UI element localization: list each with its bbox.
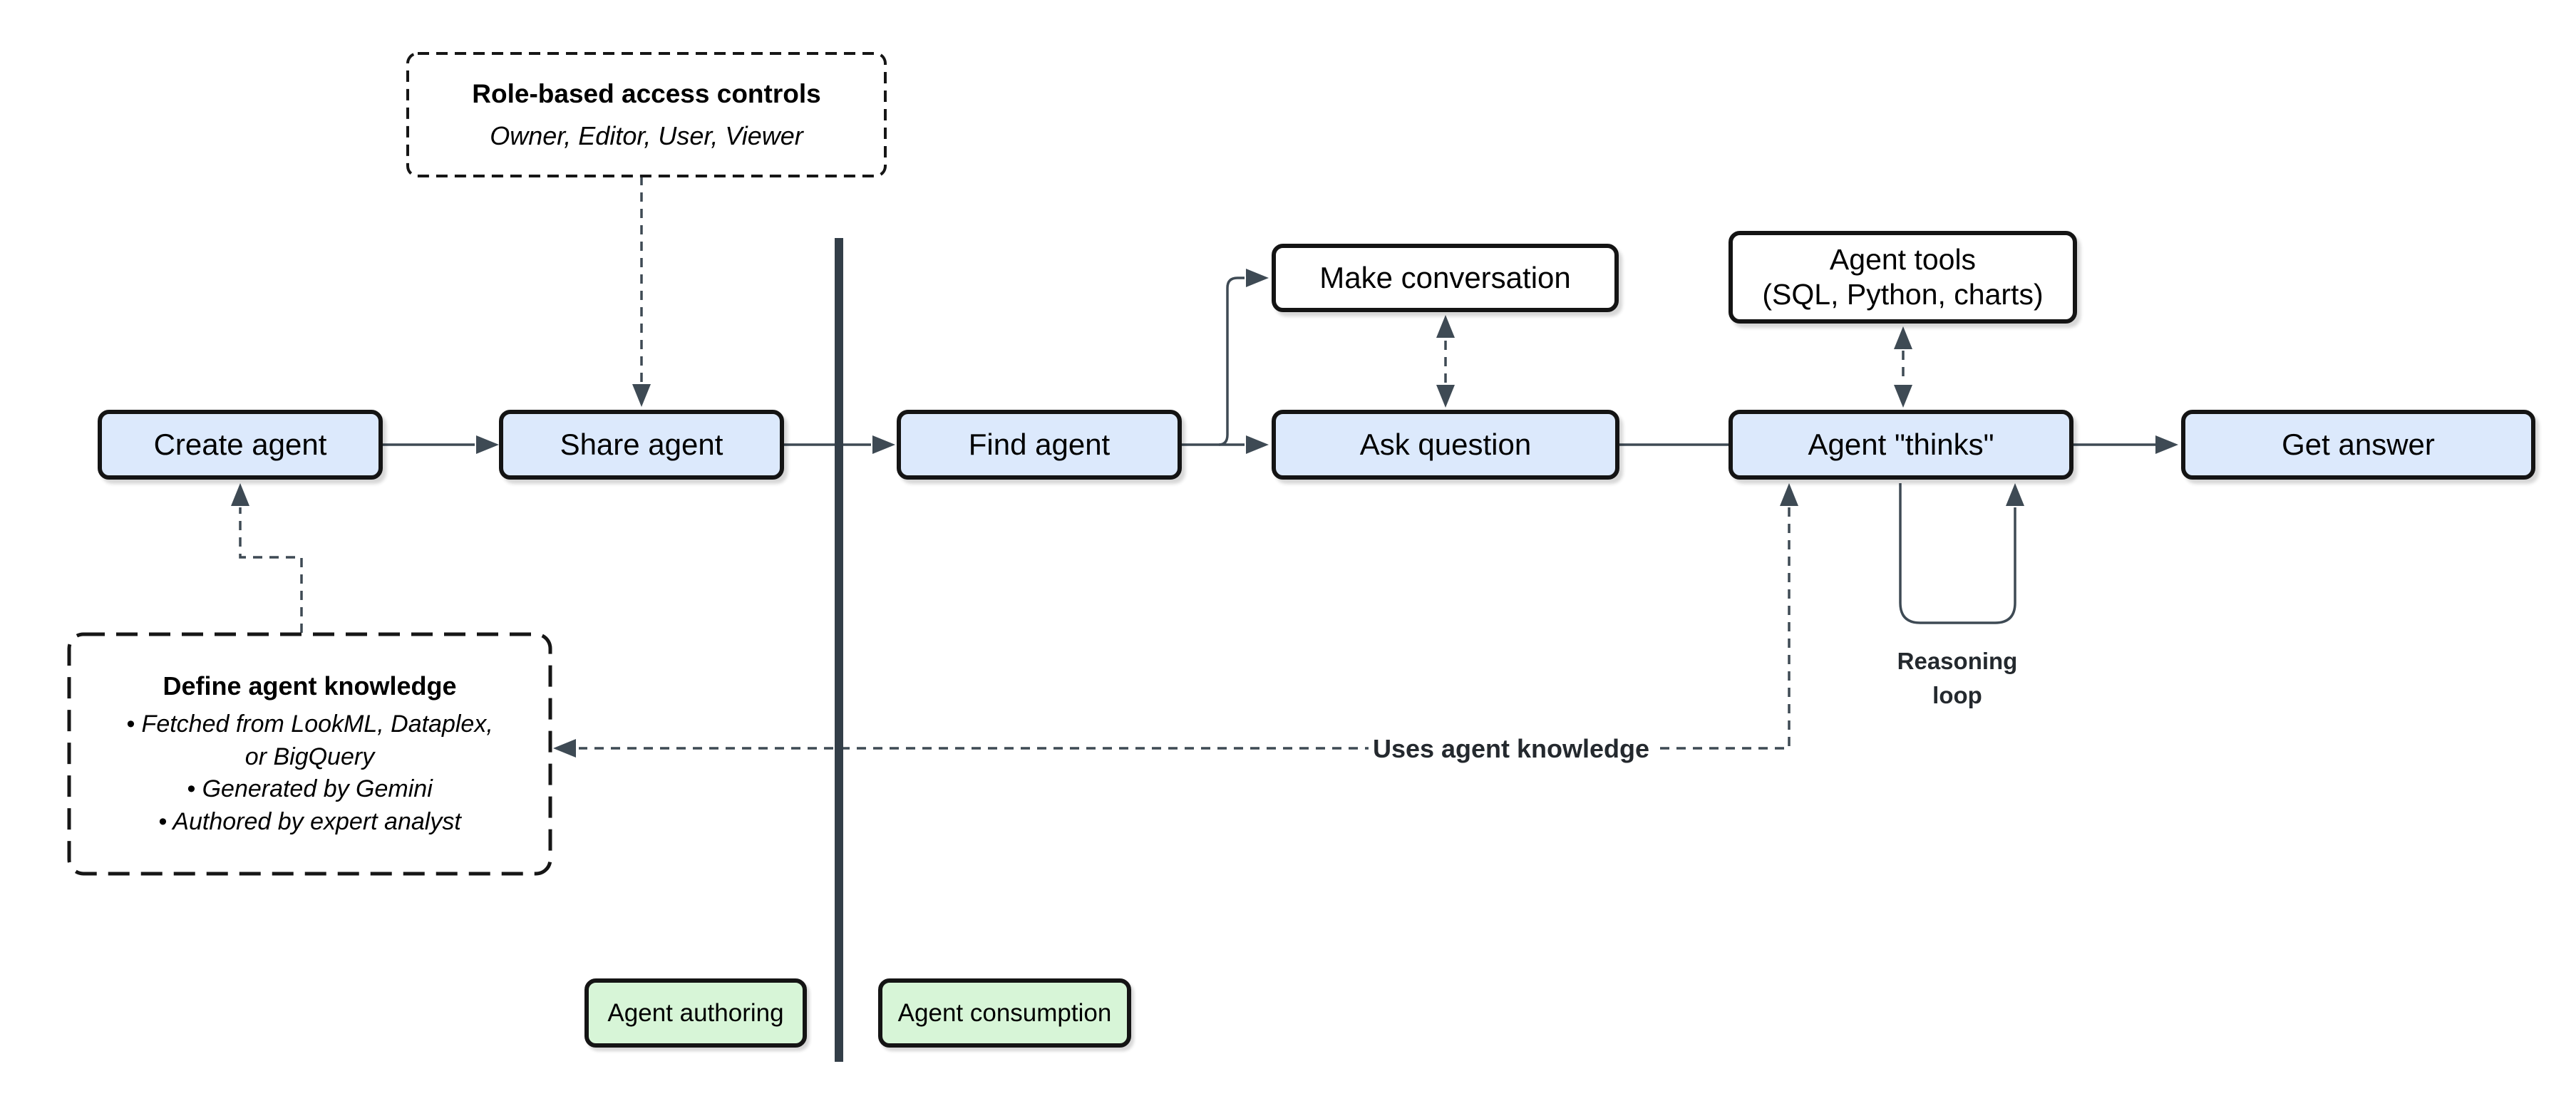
rbac-roles: Owner, Editor, User, Viewer bbox=[490, 120, 803, 150]
arrowheads bbox=[231, 269, 2178, 758]
arrow-into-share bbox=[476, 435, 499, 454]
node-find-agent: Find agent bbox=[897, 410, 1182, 480]
node-agent-tools: Agent tools (SQL, Python, charts) bbox=[1729, 231, 2077, 324]
arrow-into-ask bbox=[1246, 435, 1269, 454]
define-knowledge-title: Define agent knowledge bbox=[163, 671, 457, 701]
zone-agent-consumption: Agent consumption bbox=[878, 978, 1131, 1048]
edge-reasoning-loop bbox=[1899, 483, 2016, 624]
define-knowledge-box: Define agent knowledge • Fetched from Lo… bbox=[69, 634, 550, 874]
stage-divider bbox=[835, 238, 843, 1062]
arrow-up-into-tools bbox=[1894, 326, 1912, 349]
edge-find-to-make-conversation bbox=[1218, 276, 1245, 446]
define-knowledge-box-outline bbox=[67, 632, 552, 876]
node-get-answer: Get answer bbox=[2181, 410, 2535, 480]
arrow-down-into-thinks bbox=[1894, 385, 1912, 408]
define-knowledge-bullet-analyst: • Authored by expert analyst bbox=[158, 807, 461, 835]
label-uses-agent-knowledge: Uses agent knowledge bbox=[1368, 735, 1654, 763]
define-knowledge-bullet-sources: • Fetched from LookML, Dataplex, or BigQ… bbox=[126, 710, 493, 770]
node-create-agent: Create agent bbox=[98, 410, 383, 480]
node-agent-thinks: Agent "thinks" bbox=[1729, 410, 2073, 480]
label-reasoning-loop: Reasoning loop bbox=[1897, 648, 2018, 708]
edge-define-to-create bbox=[239, 507, 303, 633]
solid-connectors bbox=[383, 276, 2155, 624]
arrow-down-into-ask bbox=[1436, 385, 1455, 408]
arrow-rbac-into-share bbox=[632, 384, 651, 407]
arrow-loop-into-thinks bbox=[2006, 483, 2024, 506]
node-make-conversation: Make conversation bbox=[1272, 244, 1619, 312]
arrow-define-into-create bbox=[231, 483, 249, 506]
dashed-connectors bbox=[239, 176, 1905, 750]
node-ask-question: Ask question bbox=[1272, 410, 1619, 480]
zone-agent-authoring: Agent authoring bbox=[584, 978, 807, 1048]
edge-uses-agent-knowledge bbox=[579, 507, 1791, 750]
arrow-into-find bbox=[872, 435, 895, 454]
define-knowledge-bullet-gemini: • Generated by Gemini bbox=[187, 775, 433, 803]
arrow-into-answer bbox=[2155, 435, 2178, 454]
rbac-box-outline bbox=[406, 52, 887, 177]
rbac-title: Role-based access controls bbox=[472, 78, 821, 108]
arrow-knowledge-into-define bbox=[553, 739, 576, 758]
rbac-box: Role-based access controls Owner, Editor… bbox=[408, 53, 885, 176]
arrow-up-into-make bbox=[1436, 315, 1455, 338]
arrow-knowledge-into-thinks bbox=[1780, 483, 1798, 506]
arrow-into-make-conversation bbox=[1246, 269, 1269, 287]
node-share-agent: Share agent bbox=[499, 410, 784, 480]
